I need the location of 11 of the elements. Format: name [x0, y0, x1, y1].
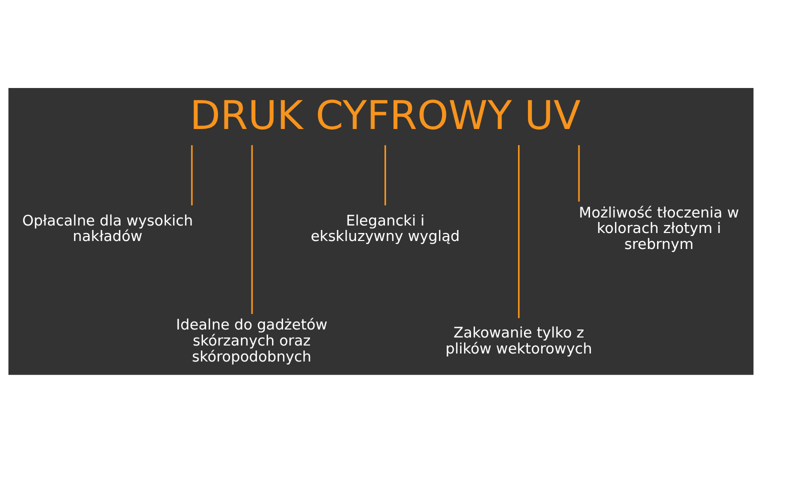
node-text: Idealne do gadżetów skórzanych oraz skóropodobnych	[176, 317, 328, 365]
node-text: Opłacalne dla wysokich nakładów	[22, 212, 193, 245]
connector	[578, 144, 580, 202]
node-text: Elegancki i ekskluzywny wygląd	[310, 212, 460, 245]
node-text: Możliwość tłoczenia w kolorach złotym i srebrnym	[578, 204, 739, 253]
connector	[518, 144, 520, 318]
connector	[384, 144, 386, 205]
connector	[191, 144, 193, 205]
node-text: Zakowanie tylko z plików wektorowych	[445, 325, 592, 357]
node-text: DRUK CYFROWY UV	[190, 92, 581, 138]
connector	[251, 144, 253, 314]
